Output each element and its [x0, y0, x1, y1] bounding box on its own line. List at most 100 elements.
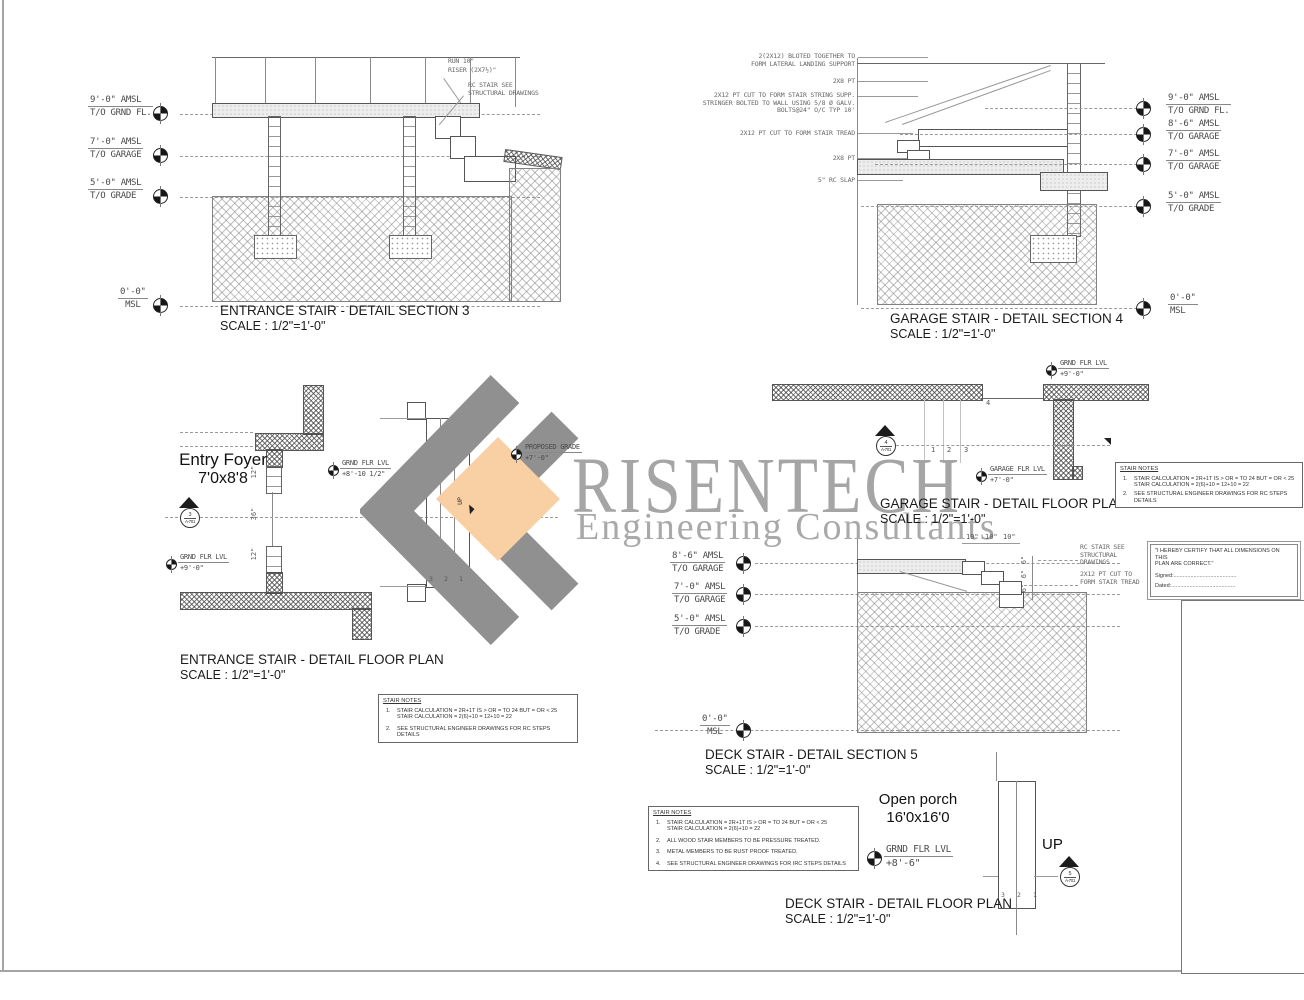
level-name: T/O GRND FL. [90, 108, 152, 118]
section-marker-triangle-icon [875, 425, 895, 436]
stud-line [215, 57, 216, 107]
panel-scale: SCALE : 1/2"=1'-0" [220, 319, 326, 333]
stud-line [515, 57, 516, 107]
level-label: GARAGE FLR LVL +7'-0" [988, 465, 1047, 485]
note-line: SEE STRUCTURAL ENGINEER DRAWINGS FOR RC … [397, 725, 551, 732]
callout-line: FORM STAIR TREAD [1080, 577, 1140, 586]
callout-line: RC STAIR SEE [1080, 543, 1125, 551]
stair-approach-line [996, 752, 997, 781]
level-elevation: +9'-0" [180, 564, 204, 572]
callout-line: 2X12 PT CUT TO [1080, 570, 1132, 578]
level-elevation: 8'-6" AMSL [670, 551, 726, 563]
level-name: PROPOSED GRADE [523, 443, 582, 453]
up-label: UP [1042, 836, 1063, 853]
wall-hatch [303, 385, 324, 435]
note-number: 2. [386, 725, 391, 732]
note-line: DETAILS [397, 732, 420, 738]
level-elevation: 9'-0" AMSL [1166, 93, 1232, 105]
level-label: GRND FLR LVL +8'-6" [884, 844, 954, 870]
ground-hatch [857, 592, 1087, 733]
datum-icon [1046, 362, 1057, 379]
level-label: 9'-0" AMSL T/O GRND FL. [1166, 93, 1232, 117]
note-item: 3. METAL MEMBERS TO BE RUST PROOF TREATE… [653, 849, 854, 856]
note-text: STAIR CALCULATION = 2R+1T IS > OR = TO 2… [667, 820, 827, 833]
room-label: Entry Foyer 7'0x8'8 [168, 450, 278, 488]
datum-icon [166, 556, 177, 573]
stair-extension-line [1016, 907, 1017, 935]
level-label: 0'-0" MSL [1168, 293, 1198, 317]
level-name: GRND FLR LVL [340, 459, 391, 469]
datum-icon [153, 186, 168, 207]
note-text: SEE STRUCTURAL ENGINEER DRAWINGS FOR IRC… [667, 861, 846, 868]
level-name: GRND FLR LVL [884, 844, 954, 857]
section-marker: 3 A-701 [180, 508, 200, 528]
datum-icon [1136, 124, 1151, 145]
dim-label: 12" [250, 547, 258, 561]
note-item: 1. STAIR CALCULATION = 2R+1T IS > OR = T… [1120, 476, 1298, 489]
note-line: DETAILS [1134, 497, 1157, 504]
room-name: Entry Foyer [179, 450, 267, 469]
level-label: 0'-0" MSL [700, 714, 730, 738]
riser-note: RISER (2X7½)" [448, 66, 497, 74]
note-item: 2. SEE STRUCTURAL ENGINEER DRAWINGS FOR … [1120, 491, 1298, 504]
level-elevation: 9'-0" AMSL [88, 95, 154, 107]
callout-line: DRAWINGS [1080, 558, 1110, 566]
note-item: 1. STAIR CALCULATION = 2R+1T IS > OR = T… [383, 708, 573, 721]
cert-signed: Signed:.................................… [1155, 572, 1237, 579]
level-label: PROPOSED GRADE +7'-0" [523, 443, 582, 463]
datum-icon [867, 848, 882, 869]
level-label: 7'-0" AMSL T/O GARAGE [88, 137, 144, 161]
level-name: T/O GRADE [1168, 204, 1215, 214]
callout: 2X8 PT [770, 77, 855, 86]
up-label: UP [455, 497, 464, 505]
datum-icon [1136, 98, 1151, 119]
footing [1030, 235, 1077, 263]
callout-line: 2X8 PT [832, 77, 855, 85]
rc-stair-note: STRUCTURAL DRAWINGS [468, 89, 539, 97]
note-line: SEE STRUCTURAL ENGINEER DRAWINGS FOR RC … [1134, 491, 1288, 497]
dim-label: 10" [966, 533, 979, 541]
leader-line [858, 96, 918, 97]
hidden-line [180, 432, 253, 433]
tread-line [924, 399, 925, 463]
level-name: T/O GARAGE [1168, 132, 1220, 142]
level-line [985, 108, 1137, 109]
datum-icon [736, 553, 751, 574]
wall-hatch [1072, 466, 1083, 480]
panel-title: DECK STAIR - DETAIL SECTION 5 [705, 747, 918, 762]
dim-label: 6" [1020, 583, 1028, 593]
center-line-arrow-icon [1104, 438, 1111, 445]
tread-label: 2 [444, 575, 448, 583]
note-item: 1. STAIR CALCULATION = 2R+1T IS > OR = T… [653, 820, 854, 833]
stud-line [370, 57, 371, 107]
level-label: GRND FLR LVL +8'-10 1/2" [340, 459, 391, 479]
wall-hatch [772, 384, 983, 401]
section-marker-triangle-icon [1059, 856, 1079, 867]
leader-line [858, 57, 928, 58]
leader-line [858, 81, 928, 82]
center-line [1034, 876, 1058, 877]
level-label: 7'-0" AMSL T/O GARAGE [1166, 149, 1222, 173]
stair-step [981, 571, 1004, 585]
level-name: MSL [707, 727, 723, 737]
section-marker: 5 A-701 [1060, 867, 1080, 887]
datum-icon [736, 616, 751, 637]
title-block-frame [1181, 600, 1304, 974]
wall-hatch [352, 608, 372, 640]
datum-icon [1136, 196, 1151, 217]
stair-step [999, 581, 1022, 595]
marker-sheet: A-701 [880, 446, 891, 452]
tread-label: 3 [1001, 891, 1005, 899]
stud-line [265, 57, 266, 107]
datum-icon [736, 584, 751, 605]
leader-line [858, 133, 913, 134]
tread-line [454, 418, 455, 586]
datum-icon [153, 145, 168, 166]
level-label: GRND FLR LVL +9'-0" [178, 553, 229, 573]
note-line: STAIR CALCULATION = 2R+1T IS > OR = TO 2… [397, 707, 558, 714]
ground-hatch [509, 168, 561, 302]
top-plate-line [212, 57, 520, 58]
level-elevation: 0'-0" [118, 287, 148, 299]
stair-notes-box: STAIR NOTES 1. STAIR CALCULATION = 2R+1T… [648, 806, 859, 871]
dim-label: 36" [250, 507, 258, 521]
